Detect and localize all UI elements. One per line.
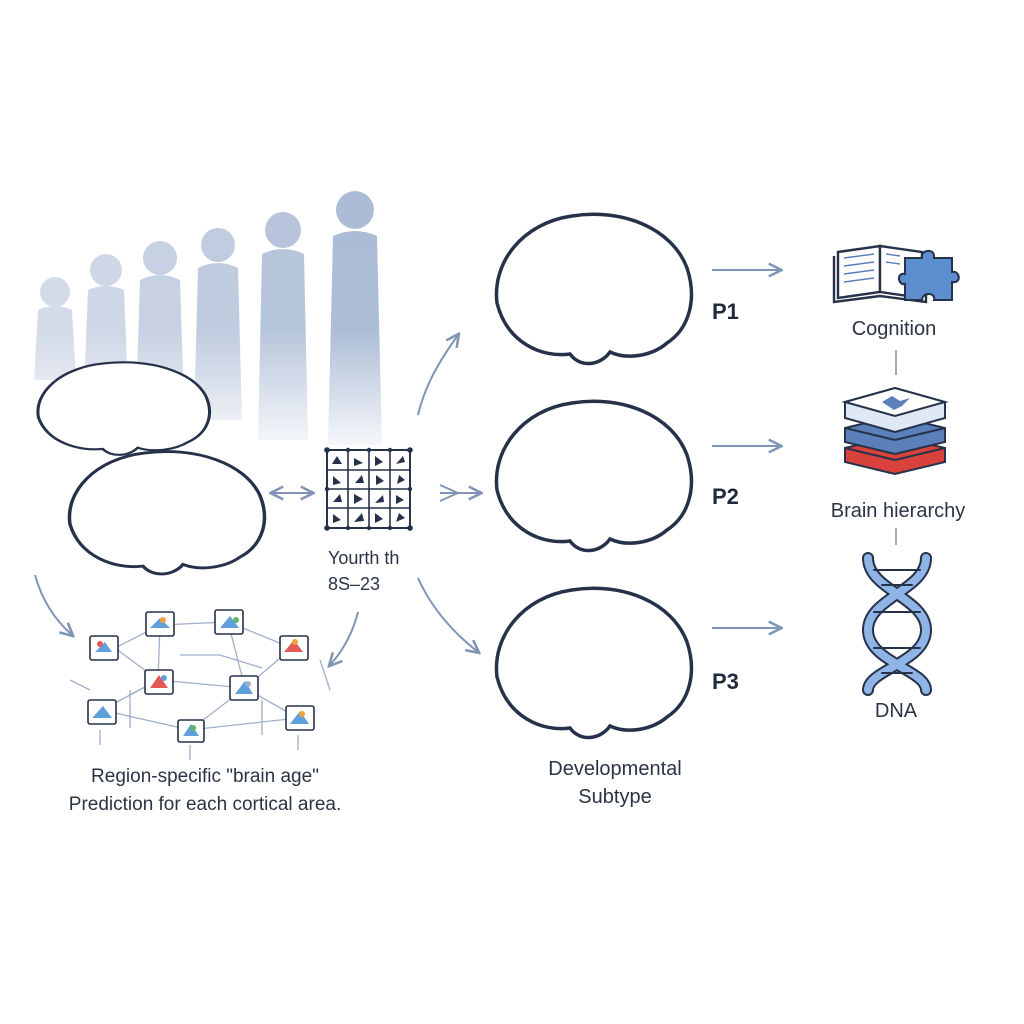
grid-label-line2: 8S–23 (328, 574, 381, 594)
outcome-label-dna: DNA (874, 700, 918, 722)
arrow-to-p3 (417, 577, 478, 652)
region-node (279, 635, 309, 661)
subtype-label-p1: P1 (712, 299, 739, 324)
left-brain-front (67, 449, 267, 576)
region-node (87, 699, 117, 725)
arrow-to-p1 (417, 335, 458, 416)
left-caption-line1: Region-specific "brain age" (91, 766, 319, 787)
book-puzzle-icon (832, 244, 960, 304)
left-caption-line2: Prediction for each cortical area. (68, 794, 342, 815)
brain-p3 (494, 586, 694, 740)
region-node (229, 675, 259, 701)
brain-p1 (494, 212, 694, 366)
outcome-label-cognition: Cognition (851, 318, 937, 340)
region-network (69, 609, 331, 760)
subtype-label-p3: P3 (712, 669, 739, 694)
region-node (145, 611, 175, 637)
outcome-label-hierarchy: Brain hierarchy (830, 500, 966, 522)
subtype-to-outcome-arrows (712, 270, 780, 628)
grid-to-subtypes-arrows (417, 335, 480, 652)
region-node (144, 669, 174, 695)
age-grid (324, 447, 413, 531)
grid-label-line1: Yourth th (328, 548, 400, 568)
region-node (214, 609, 244, 635)
subtype-caption-line2: Subtype (578, 786, 652, 808)
brain-p2 (494, 399, 694, 553)
growth-silhouettes (0, 191, 420, 460)
region-node (285, 705, 315, 731)
left-brain-back (36, 360, 212, 457)
dna-icon (861, 552, 933, 696)
region-node (89, 635, 119, 661)
subtype-caption-line1: Developmental (548, 758, 682, 780)
layer-stack-icon (841, 386, 949, 476)
subtype-label-p2: P2 (712, 484, 739, 509)
region-node (177, 719, 205, 743)
left-flow-arrows (34, 574, 359, 665)
